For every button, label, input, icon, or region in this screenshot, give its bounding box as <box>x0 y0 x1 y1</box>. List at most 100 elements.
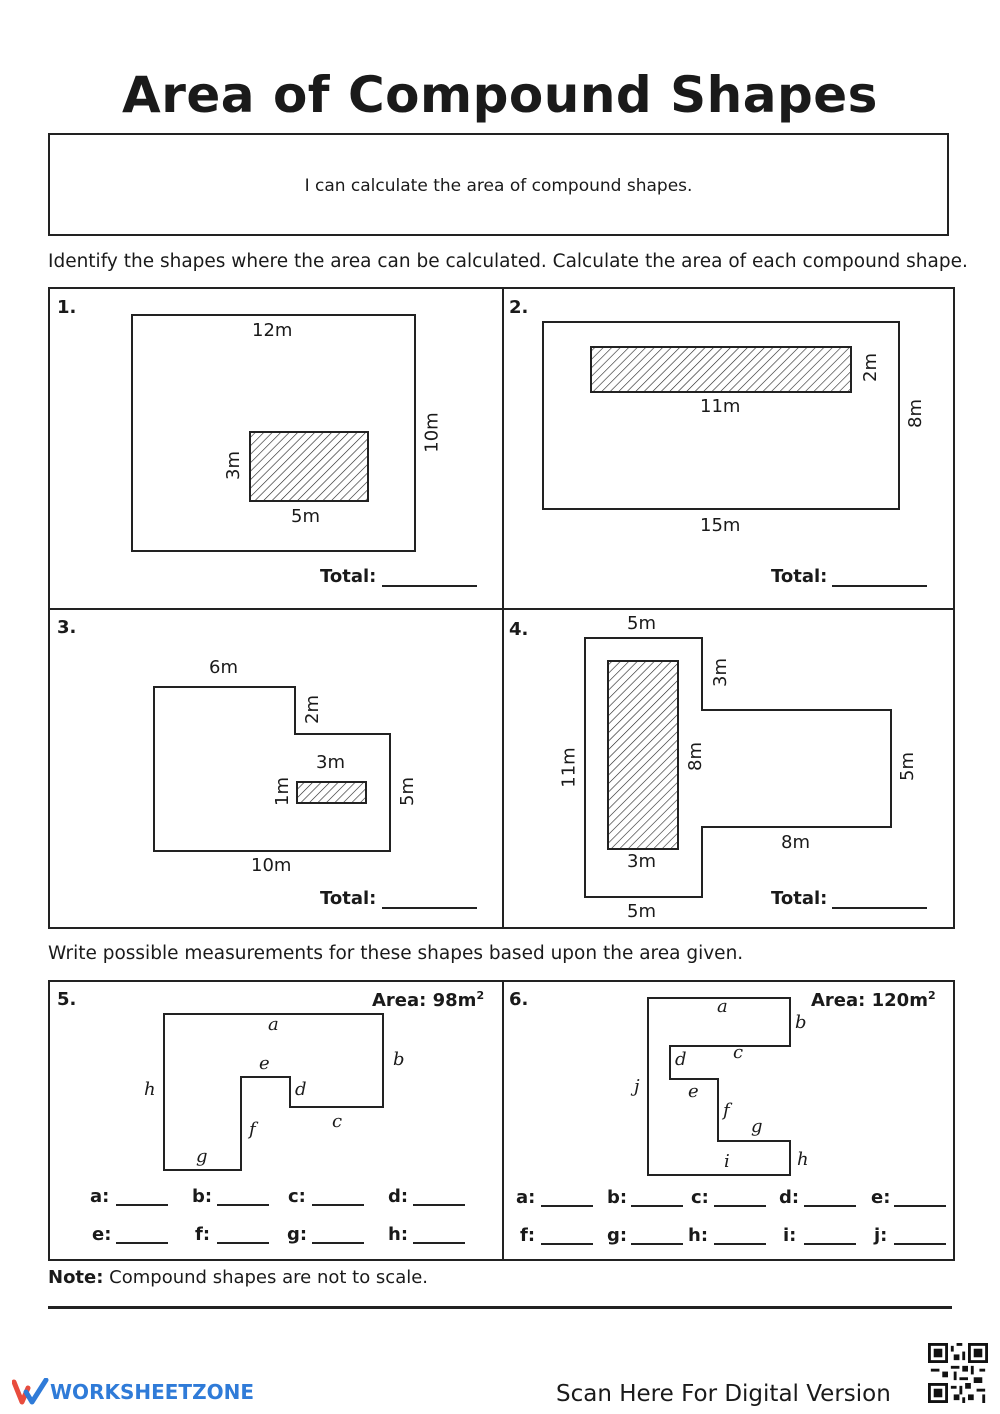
p6-letter-g: g <box>751 1116 763 1137</box>
p5-answer-b-blank[interactable] <box>217 1204 269 1206</box>
problem-1-number: 1. <box>57 297 77 318</box>
footer-divider <box>48 1306 952 1309</box>
note: Note: Compound shapes are not to scale. <box>48 1267 428 1288</box>
p5-answer-a-blank[interactable] <box>116 1204 168 1206</box>
p5-answer-f-blank[interactable] <box>217 1242 269 1244</box>
p3-top-label: 6m <box>209 657 238 678</box>
p5-area-label: Area: 98m2 <box>372 989 485 1011</box>
p6-answer-h-label: h: <box>688 1225 709 1246</box>
problem-2-number: 2. <box>509 297 529 318</box>
instructions-part-1: Identify the shapes where the area can b… <box>48 251 968 272</box>
p6-letter-i: i <box>724 1151 730 1172</box>
p6-letter-a: a <box>717 996 728 1017</box>
problem-4-number: 4. <box>509 619 529 640</box>
p5-answer-e-label: e: <box>92 1224 112 1245</box>
p5-answer-f-label: f: <box>195 1224 211 1245</box>
p5-answer-c-label: c: <box>288 1186 306 1207</box>
p6-answer-d-blank[interactable] <box>804 1205 856 1207</box>
p6-answer-c-blank[interactable] <box>714 1205 766 1207</box>
p6-letter-h: h <box>797 1149 809 1170</box>
p6-answer-a-label: a: <box>516 1187 536 1208</box>
problem-5-number: 5. <box>57 989 77 1010</box>
scan-prompt: Scan Here For Digital Version <box>556 1381 891 1407</box>
p2-inner-bottom-label: 11m <box>700 396 741 417</box>
p6-answer-b-blank[interactable] <box>631 1205 683 1207</box>
p6-answer-f-blank[interactable] <box>541 1243 593 1245</box>
note-label: Note: <box>48 1267 104 1288</box>
p6-answer-e-blank[interactable] <box>894 1205 946 1207</box>
instructions-part-2: Write possible measurements for these sh… <box>48 943 744 964</box>
p6-letter-e: e <box>688 1081 699 1102</box>
page-title: Area of Compound Shapes <box>122 66 878 124</box>
p3-inner-top-label: 3m <box>316 752 345 773</box>
p5-answer-c-blank[interactable] <box>312 1204 364 1206</box>
p6-answer-a-blank[interactable] <box>541 1205 593 1207</box>
p1-total-blank[interactable] <box>382 585 477 587</box>
p4-total-blank[interactable] <box>832 907 927 909</box>
p5-answer-g-blank[interactable] <box>312 1242 364 1244</box>
p5-letter-a: a <box>268 1014 279 1035</box>
p4-top-label: 5m <box>627 613 656 634</box>
p4-arm-bottom-label: 8m <box>781 832 810 853</box>
p6-letter-j: j <box>634 1076 640 1097</box>
p6-answer-c-label: c: <box>691 1187 709 1208</box>
p6-answer-e-label: e: <box>871 1187 891 1208</box>
learning-objective: I can calculate the area of compound sha… <box>304 176 693 196</box>
p1-inner-bottom-label: 5m <box>291 506 320 527</box>
p5-letter-c: c <box>332 1111 343 1132</box>
p1-total-label: Total: <box>320 566 377 587</box>
p4-total-label: Total: <box>771 888 828 909</box>
p6-area-label: Area: 120m2 <box>811 989 936 1011</box>
p5-answer-d-blank[interactable] <box>413 1204 465 1206</box>
p5-answer-h-label: h: <box>388 1224 409 1245</box>
p5-letter-e: e <box>259 1053 270 1074</box>
p2-total-blank[interactable] <box>832 585 927 587</box>
p5-answer-g-label: g: <box>287 1224 308 1245</box>
p5-letter-b: b <box>393 1049 405 1070</box>
p5-letter-g: g <box>196 1146 208 1167</box>
p6-answer-d-label: d: <box>779 1187 800 1208</box>
p6-letter-c: c <box>733 1042 744 1063</box>
p6-answer-f-label: f: <box>520 1225 536 1246</box>
problems-grid-bottom <box>48 980 955 1261</box>
p5-letter-h: h <box>144 1079 156 1100</box>
note-text: Compound shapes are not to scale. <box>103 1267 429 1288</box>
p2-total-label: Total: <box>771 566 828 587</box>
p1-top-label: 12m <box>252 320 293 341</box>
p6-answer-b-label: b: <box>607 1187 628 1208</box>
p5-answer-a-label: a: <box>90 1186 110 1207</box>
brand-name: WORKSHEETZONE <box>50 1380 254 1404</box>
p6-answer-g-label: g: <box>607 1225 628 1246</box>
p3-total-label: Total: <box>320 888 377 909</box>
qr-code-icon[interactable] <box>928 1343 988 1403</box>
p6-answer-h-blank[interactable] <box>714 1243 766 1245</box>
p6-letter-b: b <box>795 1012 807 1033</box>
p6-answer-g-blank[interactable] <box>631 1243 683 1245</box>
p5-letter-f: f <box>249 1119 256 1140</box>
p3-total-blank[interactable] <box>382 907 477 909</box>
p5-answer-h-blank[interactable] <box>413 1242 465 1244</box>
p4-bottom-label: 5m <box>627 901 656 922</box>
p5-answer-e-blank[interactable] <box>116 1242 168 1244</box>
p6-letter-f: f <box>723 1100 730 1121</box>
brand-logo[interactable]: WORKSHEETZONE <box>11 1377 254 1406</box>
brand-logo-icon <box>11 1377 49 1405</box>
p2-bottom-label: 15m <box>700 515 741 536</box>
p6-answer-j-blank[interactable] <box>894 1243 946 1245</box>
problem-3-number: 3. <box>57 617 77 638</box>
p5-answer-d-label: d: <box>388 1186 409 1207</box>
p6-answer-i-blank[interactable] <box>804 1243 856 1245</box>
p6-letter-d: d <box>675 1049 687 1070</box>
p5-answer-b-label: b: <box>192 1186 213 1207</box>
learning-objective-box <box>48 133 949 236</box>
p4-inner-bottom-label: 3m <box>627 851 656 872</box>
p6-answer-j-label: j: <box>874 1225 888 1246</box>
p3-bottom-label: 10m <box>251 855 292 876</box>
problem-6-number: 6. <box>509 989 529 1010</box>
